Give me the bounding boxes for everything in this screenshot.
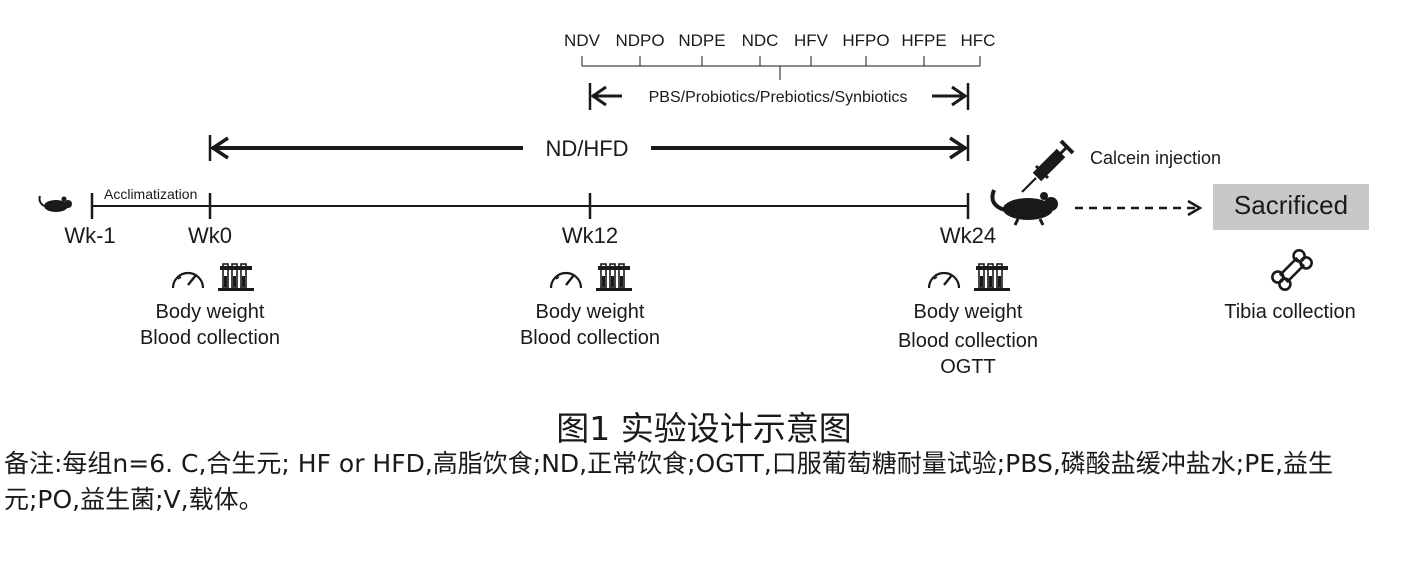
treatment-label: PBS/Probiotics/Prebiotics/Synbiotics [649, 89, 908, 106]
group-label: NDPO [615, 31, 664, 50]
group-label: HFC [961, 31, 996, 50]
measurement-text: Blood collection [898, 330, 1038, 352]
timepoint-label: Wk24 [940, 223, 996, 248]
timepoint-label: Wk-1 [64, 223, 115, 248]
timeline [90, 193, 970, 219]
group-label: NDPE [678, 31, 725, 50]
bone-icon [1271, 249, 1313, 291]
speedometer-icon [171, 271, 205, 290]
acclimatization-label: Acclimatization [104, 186, 197, 202]
measurement-text: Body weight [156, 301, 265, 323]
calcein-label: Calcein injection [1090, 148, 1221, 168]
tibia-label: Tibia collection [1224, 301, 1356, 323]
group-label: NDV [564, 31, 601, 50]
test-tubes-icon [595, 263, 633, 292]
dashed-arrow [1075, 199, 1203, 217]
group-label: NDC [742, 31, 779, 50]
syringe-icon [1021, 139, 1075, 193]
group-labels: NDV NDPO NDPE NDC HFV HFPO HFPE HFC [564, 31, 995, 50]
sacrificed-box [1213, 184, 1369, 230]
measurement-text: Body weight [914, 301, 1023, 323]
timepoint-label: Wk12 [562, 223, 618, 248]
test-tubes-icon [973, 263, 1011, 292]
measurement-text: OGTT [940, 356, 996, 378]
group-label: HFPO [842, 31, 889, 50]
mouse-icon [990, 189, 1058, 226]
treatment-arrow [588, 83, 970, 110]
measurement-text: Body weight [536, 301, 645, 323]
test-tubes-icon [217, 263, 255, 292]
measurement-text: Blood collection [140, 327, 280, 349]
speedometer-icon [549, 271, 583, 290]
speedometer-icon [927, 271, 961, 290]
diet-label: ND/HFD [545, 136, 628, 161]
diet-arrow [208, 135, 970, 161]
group-bracket [581, 56, 981, 80]
group-label: HFPE [901, 31, 946, 50]
figure-note: 备注:每组n=6. C,合生元; HF or HFD,高脂饮食;ND,正常饮食;… [4, 449, 1334, 514]
measurement-text: Blood collection [520, 327, 660, 349]
sacrificed-label: Sacrificed [1234, 190, 1348, 220]
figure-caption: 图1 实验设计示意图 [556, 409, 852, 448]
experimental-design-diagram: NDV NDPO NDPE NDC HFV HFPO HFPE HFC PBS/… [38, 31, 1369, 378]
timepoint-label: Wk0 [188, 223, 232, 248]
group-label: HFV [794, 31, 829, 50]
mouse-icon [38, 195, 72, 212]
